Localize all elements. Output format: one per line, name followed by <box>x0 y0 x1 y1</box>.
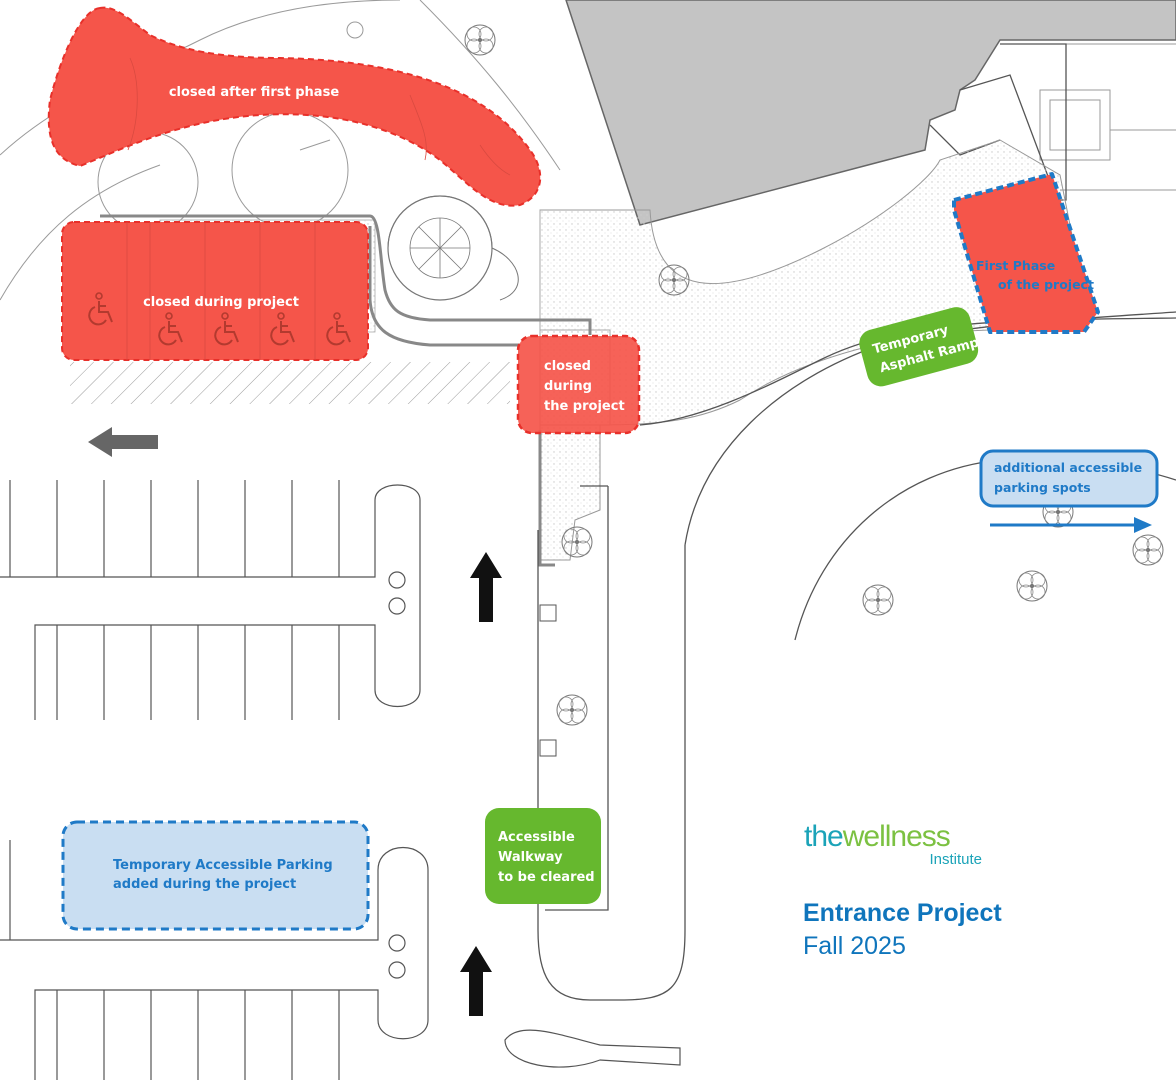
walkway-south-paving <box>539 424 601 561</box>
svg-text:thewellness: thewellness <box>804 820 950 853</box>
railings <box>100 214 592 567</box>
zone-closed-during-project-walkway <box>516 334 641 435</box>
zone-label-line: of the project <box>998 277 1094 292</box>
logo-wellness: wellness <box>842 820 950 853</box>
zone-label-line: during <box>544 379 592 394</box>
arrow-up-icon <box>460 946 492 1016</box>
zone-label-temporary-accessible-parking: Temporary Accessible Parking added durin… <box>113 858 337 892</box>
zone-label-line: parking spots <box>994 480 1091 495</box>
zone-closed-after-first-phase <box>47 6 542 207</box>
arrow-left-icon <box>88 427 158 457</box>
parking-lot-north <box>0 480 421 720</box>
building <box>565 0 1176 226</box>
zone-label-line: First Phase <box>976 258 1055 273</box>
parking-lot-south <box>0 840 429 1080</box>
callout-label-line: Accessible <box>498 830 575 845</box>
tree-icon <box>1132 534 1164 566</box>
callout-temporary-asphalt-ramp: Temporary Asphalt Ramp <box>859 307 981 387</box>
zone-label-closed-during-the-project: closed during the project <box>544 359 625 414</box>
zone-label-closed-after-first-phase: closed after first phase <box>169 85 339 100</box>
zone-label-line: additional accessible <box>994 460 1142 475</box>
callout-label-line: to be cleared <box>498 870 595 885</box>
zone-label-first-phase: First Phase of the project <box>976 258 1094 292</box>
logo-institute: Institute <box>929 851 982 868</box>
arrow-up-icon <box>470 552 502 622</box>
zone-label-line: closed <box>544 359 591 374</box>
zone-label-additional-accessible-parking: additional accessible parking spots <box>994 460 1146 495</box>
zone-inner-lines <box>127 57 511 176</box>
zone-first-phase <box>952 172 1100 334</box>
svg-text:Accessible Walkway: Accessible Walkway to be cleared <box>498 830 595 885</box>
bollard <box>539 739 557 757</box>
zone-label-line: added during the project <box>113 877 296 892</box>
parking-stall-lines <box>126 222 316 360</box>
hatched-area <box>70 362 510 404</box>
zone-additional-accessible-parking <box>979 449 1159 508</box>
tree-icon <box>1016 570 1048 602</box>
logo-the: the <box>804 820 843 853</box>
zone-temporary-accessible-parking <box>61 820 370 931</box>
arrow-right-icon <box>990 517 1152 533</box>
zone-closed-during-project-parking <box>61 221 369 361</box>
bollard <box>539 604 557 622</box>
island-south <box>504 1029 681 1068</box>
zone-label-line: the project <box>544 399 625 414</box>
zone-label-line: Temporary Accessible Parking <box>113 858 333 873</box>
project-season: Fall 2025 <box>803 932 906 960</box>
wellness-institute-logo: thewellness Institute <box>804 820 982 868</box>
zone-label-closed-during-project: closed during project <box>143 295 299 310</box>
callout-accessible-walkway: Accessible Walkway to be cleared <box>485 808 601 904</box>
callout-label-line: Walkway <box>498 850 563 865</box>
tree-icon <box>464 24 496 56</box>
tree-icon <box>556 694 588 726</box>
fountain <box>387 195 519 301</box>
project-title: Entrance Project <box>803 899 1002 927</box>
tree-icon <box>862 584 894 616</box>
